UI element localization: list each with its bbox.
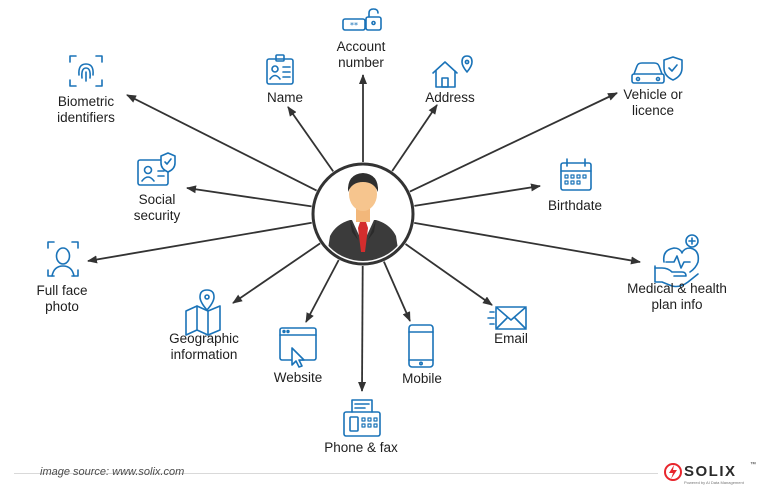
map-pin-icon: [185, 289, 221, 336]
label-social-security: Social security: [133, 192, 181, 223]
label-geographic-information: Geographic information: [169, 331, 239, 362]
label-vehicle-or-licence: Vehicle or licence: [623, 87, 683, 118]
label-phone-fax: Phone & fax: [324, 440, 398, 455]
arrow-to-medical-health: [414, 222, 641, 265]
arrow-to-vehicle-or-licence: [409, 92, 618, 193]
label-mobile: Mobile: [402, 371, 442, 386]
trademark-mark: ™: [750, 462, 756, 468]
arrow-to-name: [287, 106, 334, 172]
id-card-icon: [266, 54, 294, 85]
fax-machine-icon: [343, 399, 381, 437]
arrow-to-full-face-photo: [87, 221, 312, 264]
arrow-to-website: [305, 259, 340, 323]
car-shield-icon: [631, 56, 683, 84]
person-in-suit-icon: [326, 173, 400, 261]
envelope-icon: [487, 306, 527, 330]
face-scan-icon: [47, 241, 79, 277]
arrow-to-social-security: [186, 185, 312, 208]
solix-logo: SOLIX ™ Powered by AI Data Management: [664, 461, 760, 485]
label-full-face-photo: Full face photo: [36, 283, 88, 314]
center-hub: [311, 162, 415, 266]
calendar-icon: [560, 158, 592, 191]
footer-divider: [14, 473, 658, 474]
label-birthdate: Birthdate: [547, 198, 603, 213]
id-shield-icon: [137, 152, 176, 186]
label-biometric-identifiers: Biometric identifiers: [57, 94, 115, 125]
svg-text:**: **: [350, 21, 358, 30]
arrow-to-birthdate: [414, 183, 541, 207]
password-lock-icon: **: [342, 8, 382, 31]
label-account-number: Account number: [336, 39, 386, 70]
smartphone-icon: [408, 324, 434, 368]
brand-name: SOLIX: [684, 463, 737, 480]
label-name: Name: [266, 90, 304, 105]
image-source-caption: image source: www.solix.com: [40, 466, 185, 478]
arrow-to-biometric-identifiers: [126, 94, 318, 192]
arrow-to-phone-fax: [358, 265, 367, 392]
solix-logo-mark-icon: [664, 463, 682, 481]
label-medical-health: Medical & health plan info: [627, 281, 727, 312]
house-location-icon: [432, 55, 473, 88]
arrow-to-address: [391, 104, 438, 172]
browser-cursor-icon: [279, 327, 317, 368]
health-hand-icon: [654, 234, 700, 288]
arrow-to-mobile: [383, 261, 411, 322]
arrows-layer: [87, 74, 641, 392]
label-website: Website: [273, 370, 323, 385]
arrow-to-geographic-information: [232, 242, 321, 304]
arrow-to-email: [404, 243, 493, 306]
label-address: Address: [425, 90, 475, 105]
brand-tagline: Powered by AI Data Management: [684, 480, 744, 485]
label-email: Email: [494, 331, 528, 346]
fingerprint-icon: [69, 55, 103, 87]
